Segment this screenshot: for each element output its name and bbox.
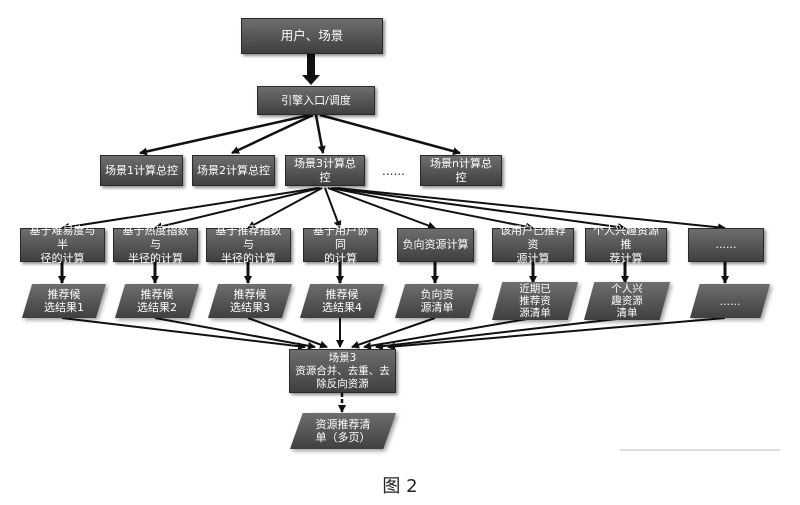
scene-n-control-box: 场景n计算总控: [420, 155, 502, 186]
scene-1-control-box: 场景1计算总控: [100, 155, 183, 186]
scene-ellipsis: ......: [382, 164, 405, 178]
output-recommendation-list-label: 资源推荐清 单（多页）: [290, 413, 396, 449]
module-to-result-connectors: [58, 262, 729, 284]
module-negative-resource: 负向资源计算: [397, 228, 474, 262]
scene-3-control-box: 场景3计算总控: [285, 155, 365, 186]
result-candidate-2-label: 推荐候 选结果2: [115, 284, 199, 318]
module-heat-index-radius: 基于热度指数与 半径的计算: [113, 224, 198, 265]
result-candidate-3-label: 推荐候 选结果3: [208, 284, 292, 318]
result-personal-interest-list: 个人兴 趣资源 清单: [584, 282, 670, 320]
merge-dedupe-box: 场景3 资源合并、去重、去 除反向资源: [289, 349, 396, 393]
result-candidate-3: 推荐候 选结果3: [208, 284, 292, 318]
result-candidate-1: 推荐候 选结果1: [22, 284, 106, 318]
result-to-merge-connectors: [61, 317, 726, 351]
module-difficulty-radius: 基于难易度与半 径的计算: [20, 224, 105, 265]
module-ellipsis: ......: [688, 228, 764, 262]
result-negative-list-label: 负向资 源清单: [395, 284, 479, 318]
result-ellipsis-label: ......: [690, 284, 770, 318]
module-user-recommended: 该用户已推荐资 源计算: [492, 224, 574, 265]
module-recommend-index-radius: 基于推荐指数与 半径的计算: [206, 224, 291, 265]
engine-entry-scheduler-box: 引擎入口/调度: [257, 86, 375, 115]
root-to-engine-arrow: [302, 53, 320, 85]
figure-caption: 图 2: [382, 476, 418, 497]
result-candidate-2: 推荐候 选结果2: [115, 284, 199, 318]
scene-2-control-box: 场景2计算总控: [192, 155, 275, 186]
result-candidate-4: 推荐候 选结果4: [300, 284, 384, 318]
result-ellipsis: ......: [690, 284, 770, 318]
scene3-to-module-connectors: [61, 187, 726, 232]
result-candidate-1-label: 推荐候 选结果1: [22, 284, 106, 318]
module-user-collaborative: 基于用户协同 的计算: [303, 224, 378, 265]
module-personal-interest: 个人兴趣资源推 荐计算: [585, 224, 667, 265]
result-candidate-4-label: 推荐候 选结果4: [300, 284, 384, 318]
result-personal-interest-list-label: 个人兴 趣资源 清单: [584, 282, 670, 320]
result-recent-recommended-list-label: 近期已 推荐资 源清单: [492, 282, 578, 320]
result-recent-recommended-list: 近期已 推荐资 源清单: [492, 282, 578, 320]
result-negative-list: 负向资 源清单: [395, 284, 479, 318]
root-user-scene-box: 用户、场景: [241, 18, 383, 54]
engine-to-scene-connectors: [139, 113, 461, 156]
output-recommendation-list: 资源推荐清 单（多页）: [290, 413, 396, 449]
